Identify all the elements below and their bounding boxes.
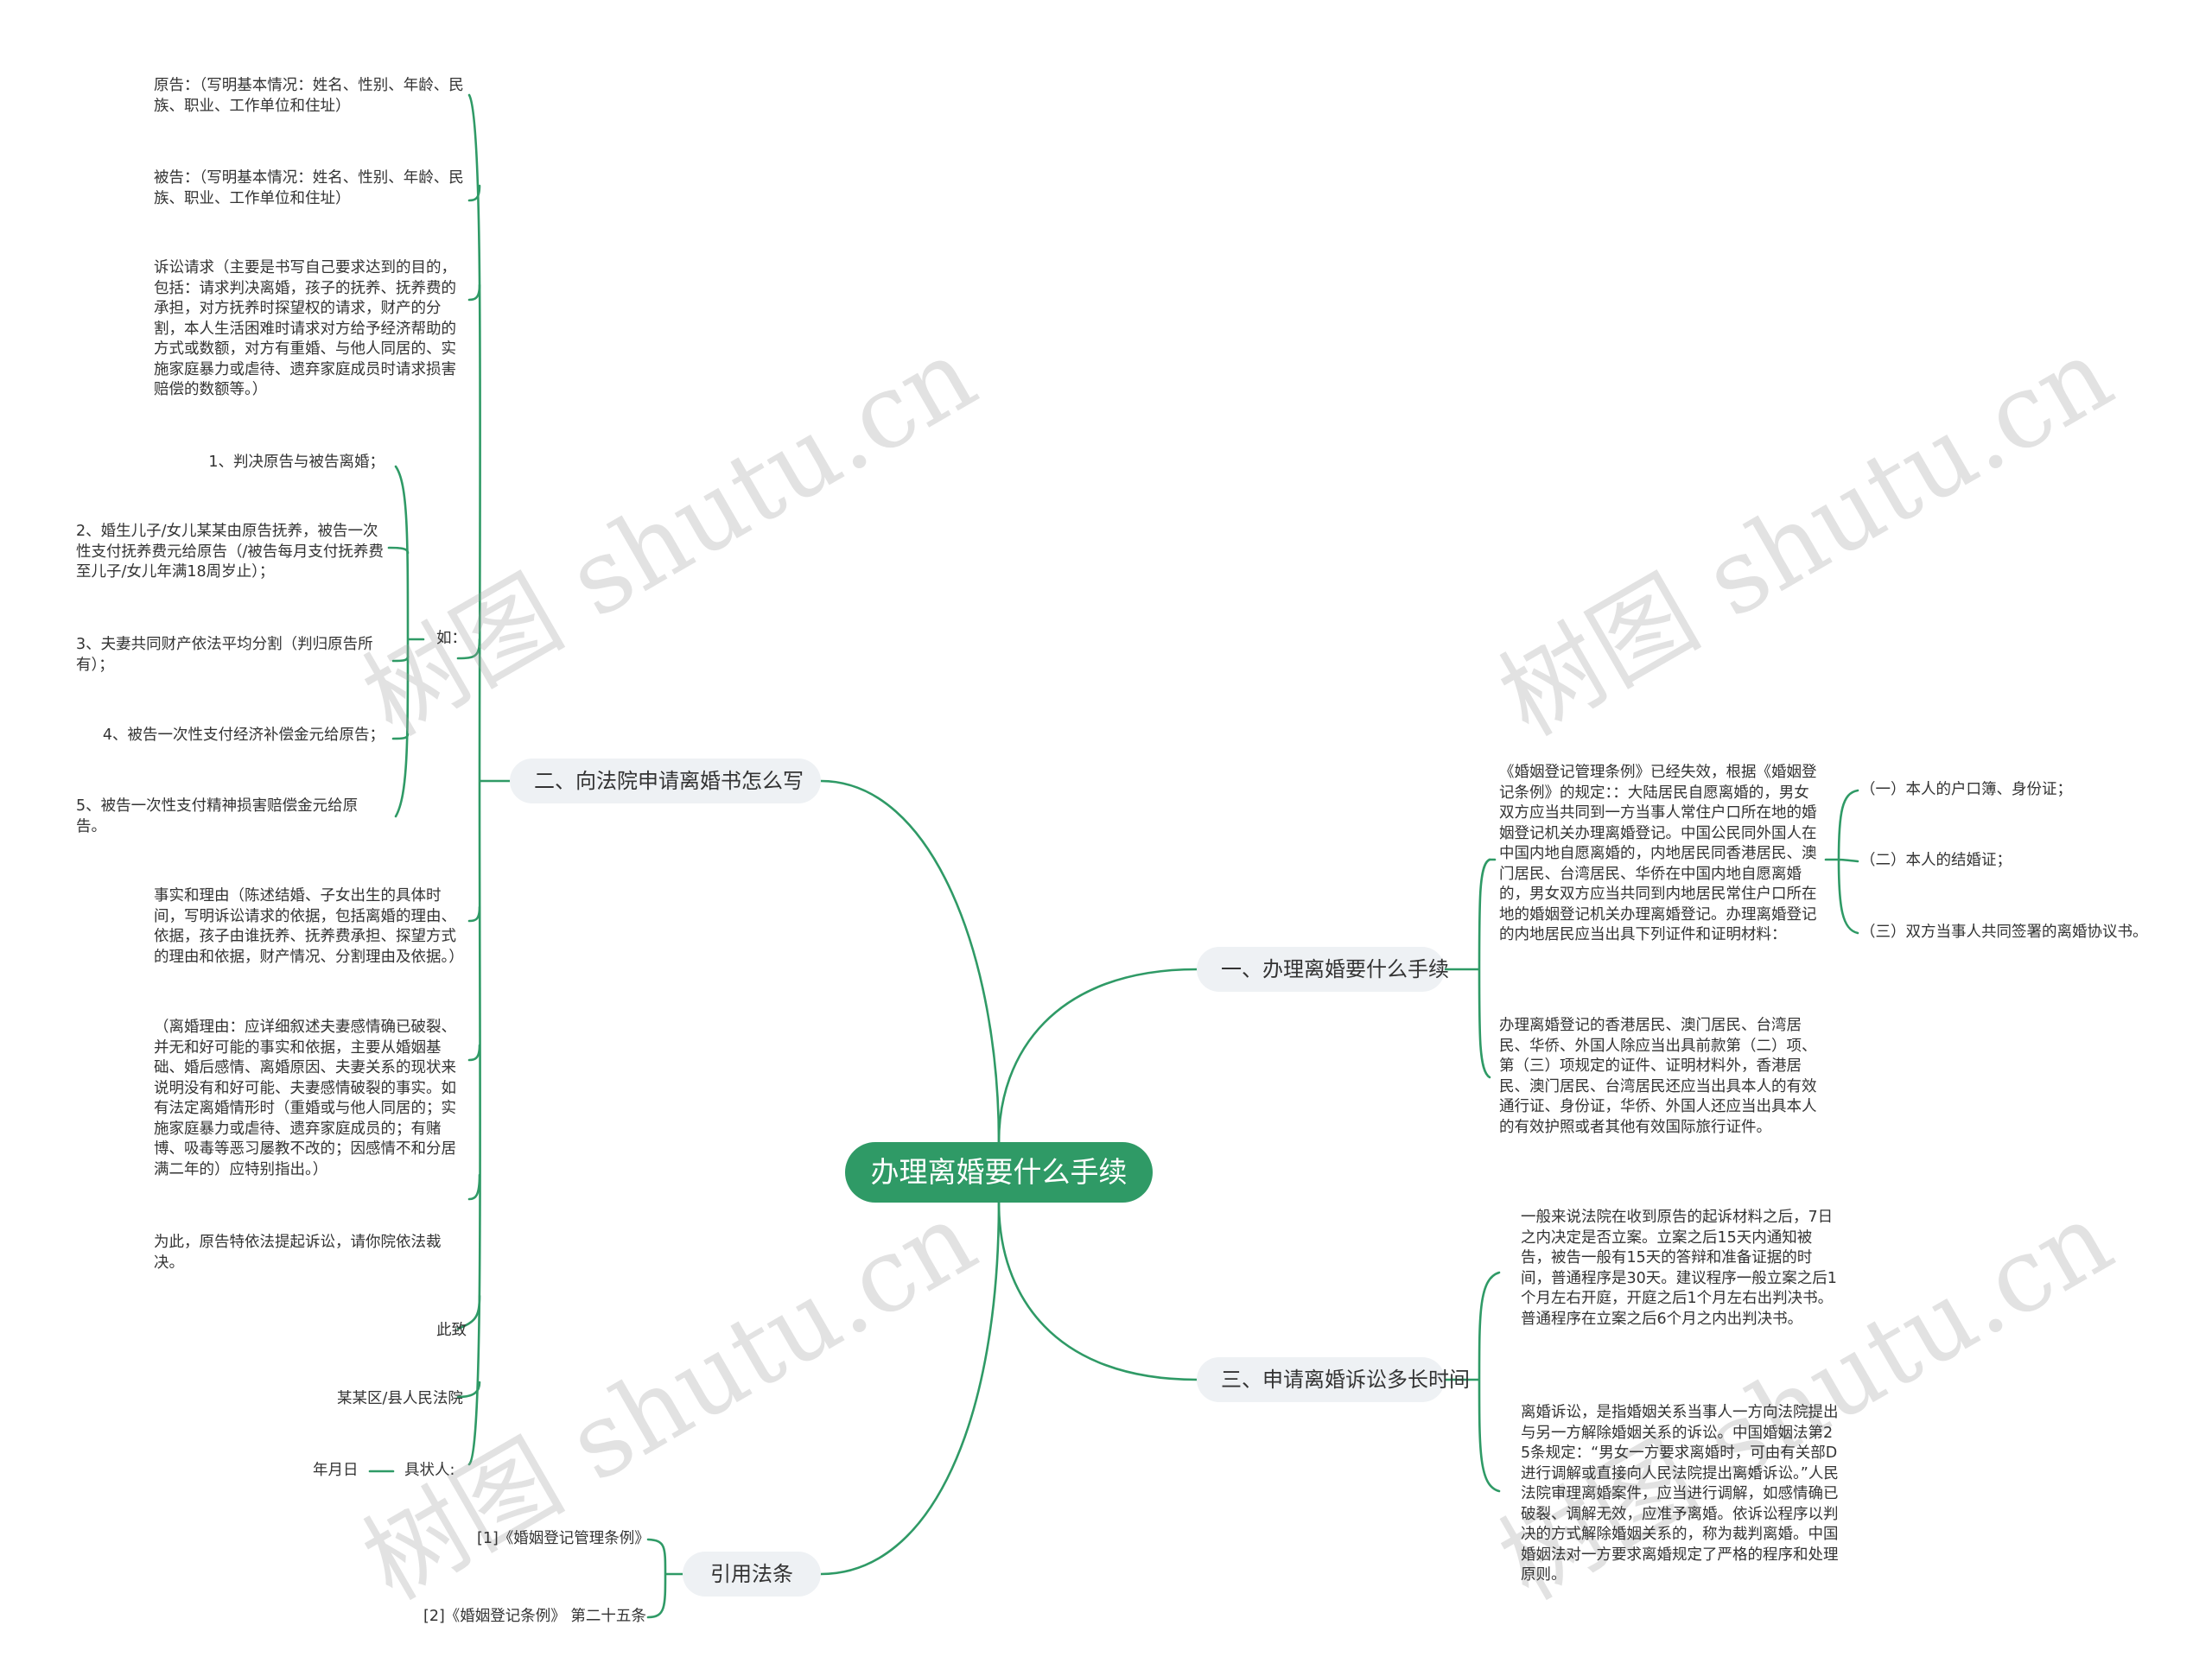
b1-sub-item-3: （三）双方当事人共同签署的离婚协议书。 — [1860, 924, 2148, 941]
b4-ref-2[interactable]: [2]《婚姻登记条例》 第二十五条 — [423, 1608, 646, 1625]
branch-node-procedures[interactable]: 一、办理离婚要什么手续 — [1197, 947, 1449, 992]
connector-b1-bracket — [1443, 858, 1491, 1079]
connector-b3-bracket — [1443, 1271, 1501, 1493]
b2-ru-item-2: 2、婚生儿子/女儿某某由原告抚养，被告一次性支付抚养费元给原告（/被告每月支付抚… — [76, 523, 384, 581]
root-node[interactable]: 办理离婚要什么手续 — [845, 1142, 1153, 1203]
connector-root-b2 — [819, 779, 1001, 1144]
b2-ru-label: 如： — [436, 630, 467, 647]
b4-ref-1[interactable]: [1]《婚姻登记管理条例》 — [477, 1530, 650, 1547]
b1-sub-item-2: （二）本人的结婚证； — [1860, 852, 2012, 869]
branch-node-petition-writing[interactable]: 二、向法院申请离婚书怎么写 — [510, 759, 821, 803]
connector-ru-ticks — [387, 546, 410, 740]
b2-ru-item-5: 5、被告一次性支付精神损害赔偿金元给原告。 — [76, 797, 359, 835]
connector-b4-bracket — [646, 1538, 684, 1619]
b2-date: 年月日 — [313, 1462, 359, 1479]
branch-node-cited-laws[interactable]: 引用法条 — [683, 1552, 821, 1597]
connector-root-b4 — [819, 1201, 1001, 1576]
b3-leaf-definition: 离婚诉讼，是指婚姻关系当事人一方向法院提出与另一方解除婚姻关系的诉讼。中国婚姻法… — [1521, 1404, 1839, 1584]
b1-leaf-overseas-residents: 办理离婚登记的香港居民、澳门居民、台湾居民、华侨、外国人除应当出具前款第（二）项… — [1499, 1017, 1817, 1136]
connector-b2-bracket — [467, 93, 512, 1466]
b2-conclusion: 为此，原告特依法提起诉讼，请你院依法裁决。 — [154, 1234, 442, 1272]
b1-leaf-registration-rules: 《婚姻登记管理条例》已经失效，根据《婚姻登记条例》的规定：：大陆居民自愿离婚的，… — [1499, 764, 1817, 943]
b2-facts: 事实和理由（陈述结婚、子女出生的具体时间，写明诉讼请求的依据，包括离婚的理由、依… — [154, 887, 464, 966]
b2-ru-item-4: 4、被告一次性支付经济补偿金元给原告； — [102, 727, 385, 744]
b2-court: 某某区/县人民法院 — [337, 1390, 463, 1407]
connector-b1-sub — [1824, 789, 1859, 935]
branch-node-litigation-duration[interactable]: 三、申请离婚诉讼多长时间 — [1197, 1357, 1470, 1402]
connector-b2-ticks — [456, 184, 481, 1399]
b2-defendant: 被告：（写明基本情况：姓名、性别、年龄、民族、职业、工作单位和住址） — [154, 169, 464, 207]
b2-reasons: （离婚理由：应详细叙述夫妻感情确已破裂、并无和好可能的事实和依据，主要从婚姻基础… — [154, 1019, 456, 1178]
connector-ru-bracket — [394, 465, 425, 818]
b1-sub-item-1: （一）本人的户口簿、身份证； — [1860, 781, 2072, 798]
connector-root-b3 — [997, 1201, 1198, 1381]
b2-signer: 具状人: — [404, 1462, 455, 1479]
b2-ru-item-3: 3、夫妻共同财产依法平均分割（判归原告所有）； — [76, 636, 373, 674]
connector-root-b1 — [997, 968, 1198, 1144]
b3-leaf-timeline: 一般来说法院在收到原告的起诉材料之后，7日之内决定是否立案。立案之后15天内通知… — [1521, 1209, 1837, 1328]
b2-claims: 诉讼请求（主要是书写自己要求达到的目的，包括：请求判决离婚，孩子的抚养、抚养费的… — [154, 259, 456, 398]
b2-ru-item-1: 1、判决原告与被告离婚； — [208, 454, 385, 471]
b2-plaintiff: 原告：（写明基本情况：姓名、性别、年龄、民族、职业、工作单位和住址） — [154, 77, 464, 115]
b2-cizhi: 此致 — [436, 1322, 467, 1339]
